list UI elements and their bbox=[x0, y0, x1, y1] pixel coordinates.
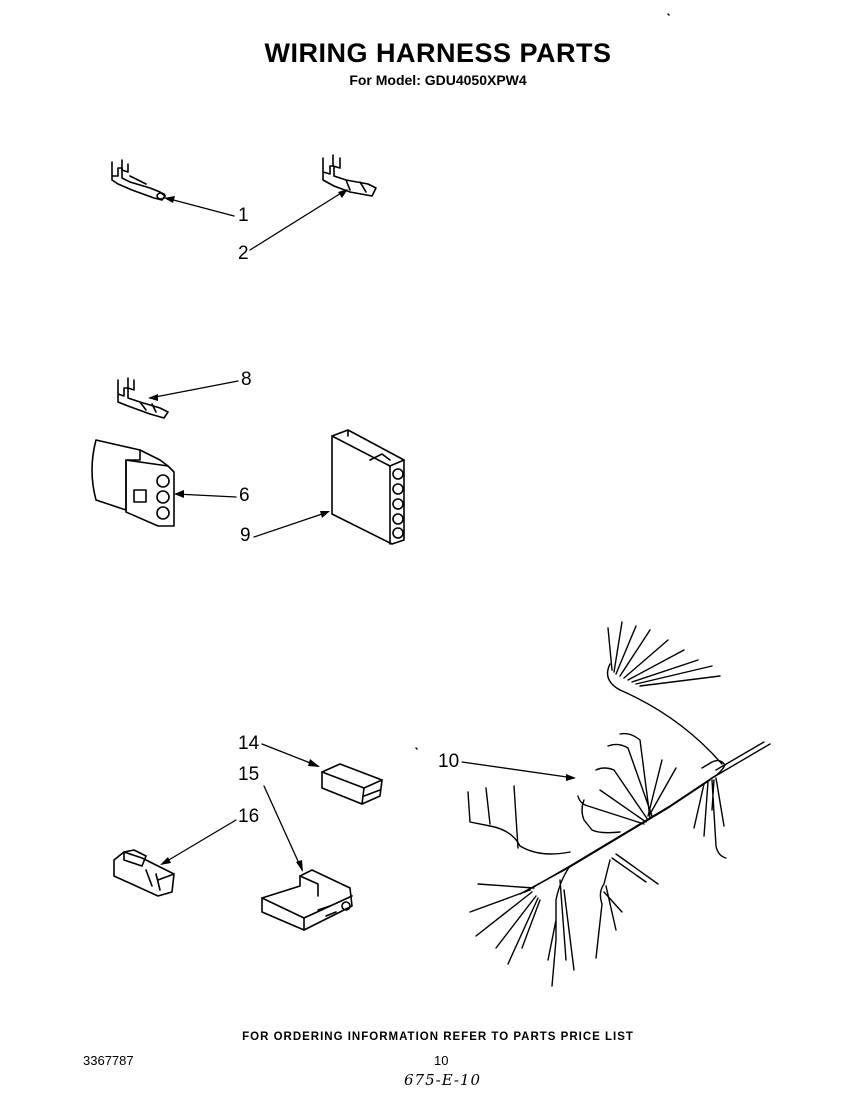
part-16-connector bbox=[113, 849, 175, 897]
part-6-connector bbox=[91, 439, 175, 527]
handwritten-note: 675-E-10 bbox=[404, 1071, 482, 1089]
callout-1: 1 bbox=[238, 205, 249, 226]
ordering-note: FOR ORDERING INFORMATION REFER TO PARTS … bbox=[242, 1031, 634, 1043]
arrowheads bbox=[148, 189, 576, 872]
part-10-wiring-harness bbox=[467, 621, 771, 987]
callout-6: 6 bbox=[239, 485, 250, 506]
callout-16: 16 bbox=[238, 806, 260, 827]
part-1-terminal-pin bbox=[111, 159, 166, 201]
part-2-terminal-receptacle bbox=[322, 154, 377, 197]
part-9-connector-housing bbox=[331, 429, 405, 545]
leader-lines bbox=[149, 189, 575, 871]
model-subtitle: For Model: GDU4050XPW4 bbox=[349, 72, 527, 88]
callout-2: 2 bbox=[238, 243, 249, 264]
page-title: WIRING HARNESS PARTS bbox=[264, 38, 612, 68]
part-8-terminal bbox=[117, 377, 169, 419]
callout-10: 10 bbox=[438, 751, 460, 772]
part-15-connector-housing bbox=[261, 869, 353, 931]
callout-9: 9 bbox=[240, 525, 251, 546]
part-14-connector-block bbox=[321, 763, 383, 805]
page-number: 10 bbox=[434, 1053, 449, 1068]
document-number: 3367787 bbox=[83, 1053, 134, 1068]
callout-15: 15 bbox=[238, 764, 260, 785]
callout-14: 14 bbox=[238, 733, 260, 754]
callout-8: 8 bbox=[241, 369, 252, 390]
